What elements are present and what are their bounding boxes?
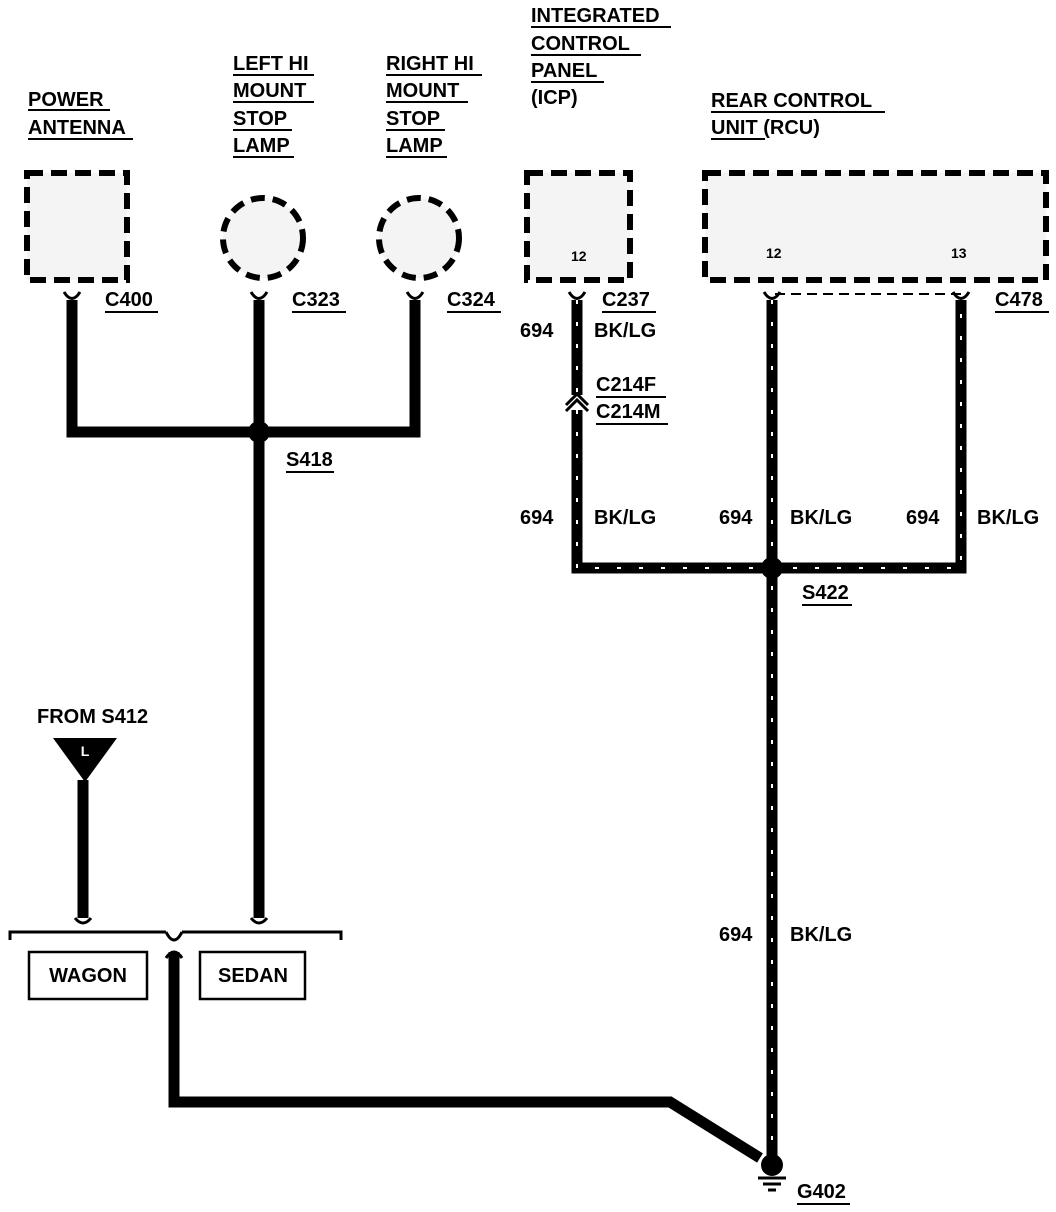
power-antenna-line-1: POWER [28,89,104,111]
circuit-number: 694 [906,507,940,529]
icp-line-2: CONTROL [531,33,630,55]
left-lamp-line-1: LEFT HI [233,53,309,75]
wagon-label: WAGON [49,965,127,987]
from-s412-arrow-icon [53,738,117,782]
icp-line-1: INTEGRATED [531,5,660,27]
right-lamp-line-4: LAMP [386,135,443,157]
connector-c478: C478 [995,289,1043,311]
splice-s418 [248,421,270,443]
ground-g402-label: G402 [797,1181,846,1203]
left-lamp-line-4: LAMP [233,135,290,157]
connector-c400: C400 [105,289,153,311]
connector-cups [62,291,971,925]
from-s412-label: FROM S412 [37,706,148,728]
power-antenna-component [24,170,130,283]
wire-lamp-antenna-bus [66,300,421,438]
power-antenna-line-2: ANTENNA [28,117,126,139]
from-s412-marker: L [81,743,90,759]
rcu-line-2: UNIT (RCU) [711,117,820,139]
sedan-label: SEDAN [218,965,288,987]
wire-color: BK/LG [977,507,1039,529]
circuit-number: 694 [719,507,753,529]
wire-color: BK/LG [594,320,656,342]
connector-c237: C237 [602,289,650,311]
ground-g402-symbol [758,1154,786,1192]
c214-connector-symbol [564,391,590,407]
power-antenna-label: POWER ANTENNA [28,89,133,140]
icp-component [524,170,633,283]
connector-c214f: C214F [596,374,656,396]
right-stop-lamp-component [376,195,462,281]
wire-color: BK/LG [790,507,852,529]
wire-to-g402 [168,952,763,1163]
circuit-number: 694 [520,320,554,342]
circuit-number: 694 [719,924,753,946]
icp-line-3: PANEL [531,60,597,82]
right-hi-mount-stop-lamp-label: RIGHT HI MOUNT STOP LAMP [386,53,482,158]
rcu-pin-12: 12 [766,245,782,261]
rcu-line-1: REAR CONTROL [711,90,872,112]
splice-s418-label: S418 [286,449,333,471]
connector-c214m: C214M [596,401,660,423]
left-lamp-line-3: STOP [233,108,287,130]
rcu-component [702,170,1049,283]
wire-color: BK/LG [594,507,656,529]
rcu-label: REAR CONTROL UNIT (RCU) [711,90,885,140]
right-lamp-line-1: RIGHT HI [386,53,474,75]
connector-c324: C324 [447,289,496,311]
icp-line-4: (ICP) [531,87,578,109]
left-stop-lamp-component [220,195,306,281]
sedan-option-box [198,950,307,1001]
right-lamp-line-3: STOP [386,108,440,130]
right-lamp-line-2: MOUNT [386,80,459,102]
circuit-number: 694 [520,507,554,529]
icp-pin-12: 12 [571,248,587,264]
wagon-option-box [27,950,149,1001]
splice-s422 [761,557,783,579]
option-bracket [8,930,343,959]
wire-color: BK/LG [790,924,852,946]
connector-c323: C323 [292,289,340,311]
icp-label: INTEGRATED CONTROL PANEL (ICP) [531,5,671,109]
rcu-pin-13: 13 [951,245,967,261]
splice-s422-label: S422 [802,582,849,604]
left-hi-mount-stop-lamp-label: LEFT HI MOUNT STOP LAMP [233,53,314,158]
left-lamp-line-2: MOUNT [233,80,306,102]
